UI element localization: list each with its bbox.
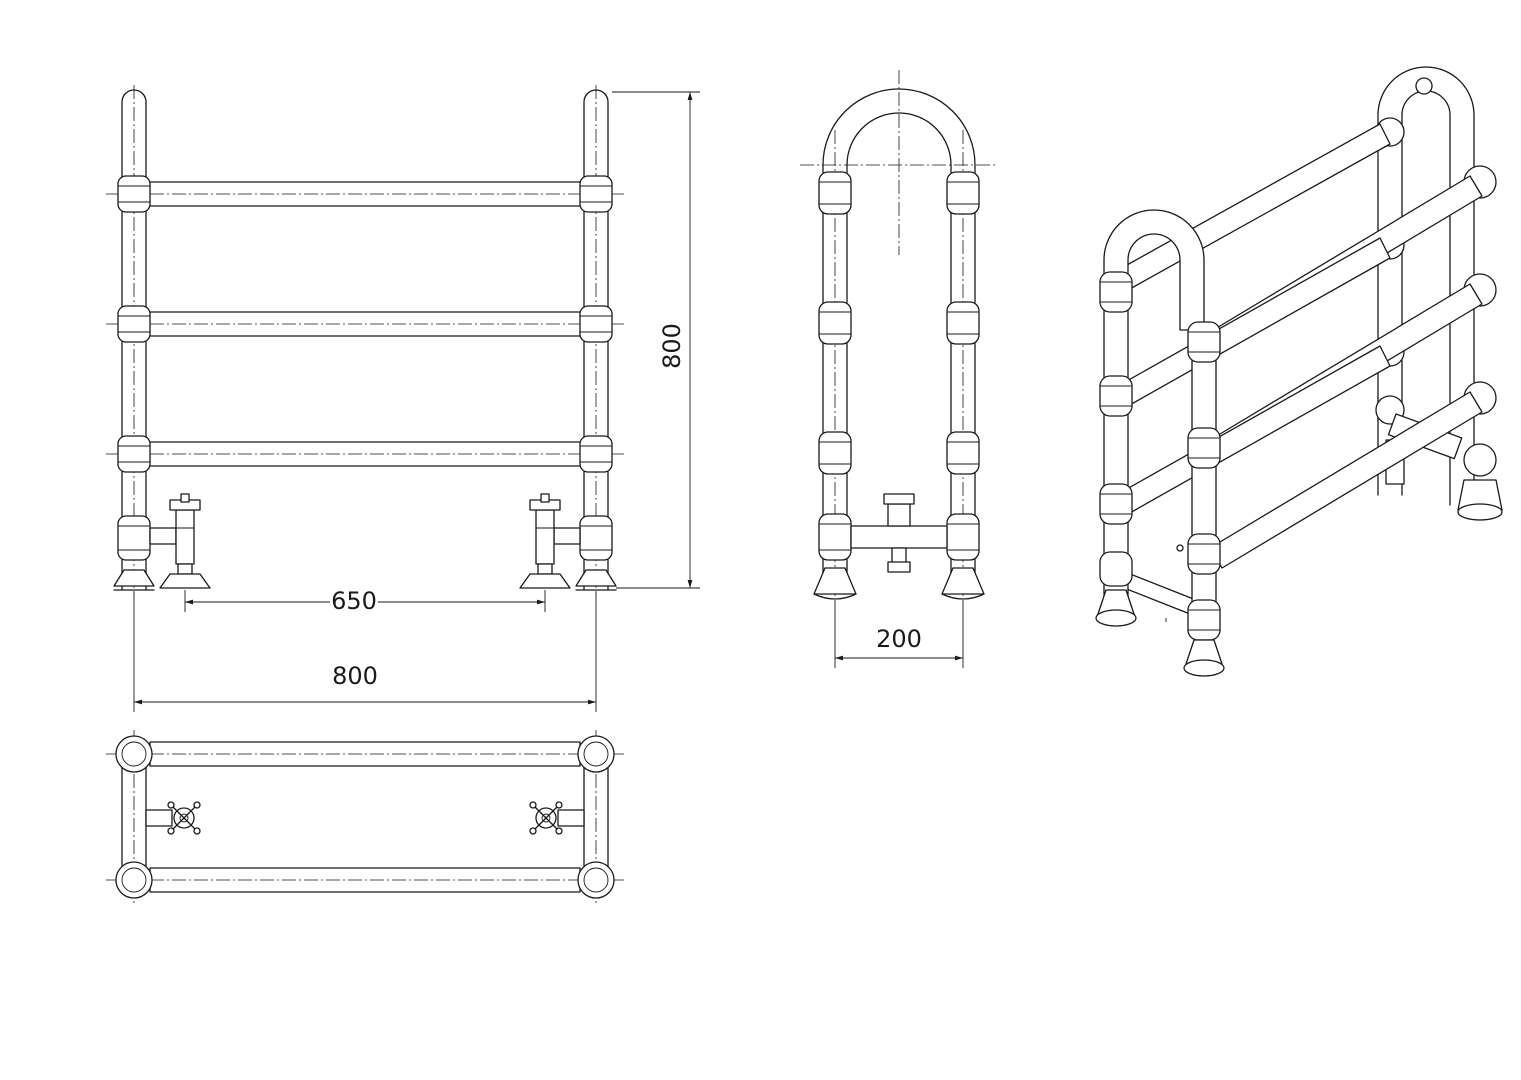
front-view: 800 650 800 bbox=[106, 85, 700, 712]
dim-front-height-label: 800 bbox=[658, 323, 686, 369]
front-valve-left bbox=[149, 493, 211, 589]
top-corner-caps bbox=[115, 735, 615, 899]
isometric-view bbox=[1095, 66, 1503, 677]
dim-side-depth-label: 200 bbox=[876, 625, 922, 653]
top-rails bbox=[106, 741, 624, 893]
dim-front-width: 800 bbox=[133, 592, 597, 712]
front-rail-top bbox=[106, 181, 624, 207]
front-rail-bottom bbox=[106, 441, 624, 467]
side-feet bbox=[813, 567, 985, 600]
iso-rails bbox=[1113, 123, 1483, 615]
dim-front-height: 800 bbox=[612, 91, 700, 589]
top-view bbox=[106, 730, 624, 904]
dim-valve-spacing: 650 bbox=[184, 587, 546, 615]
top-valve-left bbox=[145, 801, 201, 835]
dim-side-depth: 200 bbox=[834, 600, 964, 668]
iso-front-frame bbox=[1095, 209, 1225, 677]
front-valve-right bbox=[519, 493, 581, 589]
side-collars bbox=[818, 171, 980, 561]
dim-front-width-label: 800 bbox=[332, 662, 378, 690]
top-valve-right bbox=[529, 801, 585, 835]
side-valve-assembly bbox=[850, 493, 948, 573]
dim-valve-spacing-label: 650 bbox=[331, 587, 377, 615]
side-view: 200 bbox=[800, 70, 995, 668]
front-collars bbox=[117, 175, 613, 561]
front-rail-middle bbox=[106, 311, 624, 337]
front-feet bbox=[113, 569, 617, 591]
